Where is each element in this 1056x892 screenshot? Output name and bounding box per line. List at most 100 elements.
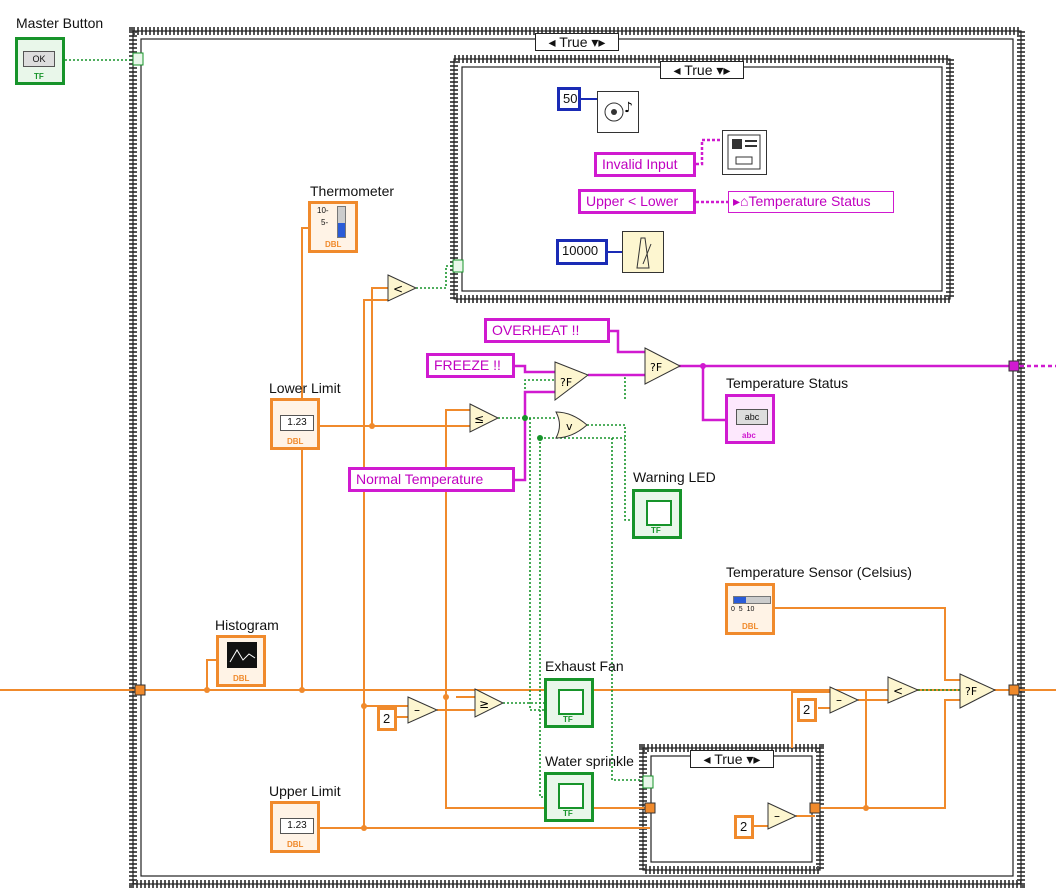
upper-limit-terminal[interactable]: 1.23 DBL xyxy=(270,801,320,853)
warning-led-label: Warning LED xyxy=(633,469,716,485)
invalid-input-constant[interactable]: Invalid Input xyxy=(594,152,696,177)
less-than-node[interactable]: < xyxy=(387,274,418,302)
led-glyph xyxy=(646,500,672,526)
tunnel-inner-out xyxy=(809,802,821,814)
thermometer-glyph xyxy=(337,206,346,238)
upper-limit-display: 1.23 xyxy=(280,818,314,834)
overheat-constant[interactable]: OVERHEAT !! xyxy=(484,318,610,343)
temperature-sensor-terminal[interactable]: 0 5 10 DBL xyxy=(725,583,775,635)
outer-case-structure[interactable] xyxy=(129,27,1025,888)
select-node-1[interactable]: ?F xyxy=(554,361,590,402)
thermometer-label: Thermometer xyxy=(310,183,395,199)
inner-top-case-selector[interactable]: ◂ True ▾▸ xyxy=(660,61,744,79)
temperature-status-terminal[interactable]: abc abc xyxy=(725,394,775,444)
tunnel-inner-in xyxy=(644,802,656,814)
temperature-status-tag: abc xyxy=(742,431,756,440)
wait-vi-icon[interactable] xyxy=(622,231,664,273)
temperature-sensor-tag: DBL xyxy=(742,622,759,631)
greater-or-equal-node[interactable]: ≥ xyxy=(474,688,505,718)
svg-text:<: < xyxy=(893,684,903,698)
less-than-node-2[interactable]: < xyxy=(887,676,920,704)
boolean-wires xyxy=(65,59,960,798)
lower-limit-display: 1.23 xyxy=(280,415,314,431)
svg-text:v: v xyxy=(566,420,573,433)
exhaust-fan-label: Exhaust Fan xyxy=(545,658,624,674)
histogram-terminal[interactable]: DBL xyxy=(216,635,266,687)
outer-case-selector[interactable]: ◂ True ▾▸ xyxy=(535,33,619,51)
svg-text:?F: ?F xyxy=(650,361,662,374)
led-glyph xyxy=(558,783,584,809)
local-variable-name: Temperature Status xyxy=(748,193,871,209)
tunnel-string xyxy=(1008,360,1020,372)
outer-case-value: True xyxy=(559,34,588,50)
freeze-constant[interactable]: FREEZE !! xyxy=(426,353,515,378)
select-node-2[interactable]: ?F xyxy=(644,347,682,385)
subtract-node-3[interactable]: – xyxy=(829,686,860,714)
lower-limit-terminal[interactable]: 1.23 DBL xyxy=(270,398,320,450)
svg-text:–: – xyxy=(774,809,780,823)
ok-button-glyph: OK xyxy=(23,51,55,67)
upper-lower-constant[interactable]: Upper < Lower xyxy=(578,189,696,214)
case-selector-terminal-top xyxy=(452,259,464,273)
inner-bottom-case-value: True xyxy=(714,751,743,767)
svg-text:≥: ≥ xyxy=(479,697,489,711)
case-selector-terminal-outer xyxy=(132,52,144,66)
master-button-tag: TF xyxy=(34,72,44,81)
led-glyph xyxy=(558,689,584,715)
temperature-status-display: abc xyxy=(736,409,768,425)
normal-temperature-constant[interactable]: Normal Temperature xyxy=(348,467,515,492)
temperature-status-local-variable[interactable]: ▸⌂Temperature Status xyxy=(728,191,894,213)
or-gate-node[interactable]: v xyxy=(555,411,588,439)
thermometer-terminal[interactable]: 10- 5- DBL xyxy=(308,201,358,253)
svg-text:♪: ♪ xyxy=(624,100,633,116)
message-dialog-icon xyxy=(727,134,761,170)
less-or-equal-node[interactable]: ≤ xyxy=(469,403,500,433)
svg-text:<: < xyxy=(393,282,403,296)
beep-vi-icon[interactable]: ♪ xyxy=(597,91,639,133)
thermometer-scale-mid: 5- xyxy=(321,218,329,227)
slider-ticks: 0 5 10 xyxy=(731,606,755,613)
warning-led-terminal[interactable]: TF xyxy=(632,489,682,539)
speaker-icon: ♪ xyxy=(604,100,633,122)
tunnel-right xyxy=(1008,684,1020,696)
offset-constant-c[interactable]: 2 xyxy=(734,815,754,839)
temperature-status-label: Temperature Status xyxy=(726,375,849,391)
metronome-icon xyxy=(636,237,652,269)
select-node-3[interactable]: ?F xyxy=(959,673,997,709)
warning-led-tag: TF xyxy=(651,526,661,535)
master-button-terminal[interactable]: OK TF xyxy=(15,37,65,85)
upper-limit-label: Upper Limit xyxy=(269,783,341,799)
integer-wires xyxy=(580,98,624,253)
water-sprinkler-tag: TF xyxy=(563,809,573,818)
case-selector-terminal-bottom xyxy=(642,775,654,789)
svg-text:?F: ?F xyxy=(965,685,977,698)
svg-text:–: – xyxy=(836,693,842,707)
beep-count-constant[interactable]: 50 xyxy=(557,87,581,111)
wait-ms-constant[interactable]: 10000 xyxy=(556,239,608,265)
temperature-sensor-label: Temperature Sensor (Celsius) xyxy=(726,564,912,580)
water-sprinkler-terminal[interactable]: TF xyxy=(544,772,594,822)
master-button-label: Master Button xyxy=(16,15,104,31)
exhaust-fan-tag: TF xyxy=(563,715,573,724)
subtract-node-2[interactable]: – xyxy=(767,802,798,830)
water-sprinkler-label: Water sprinkle xyxy=(545,753,634,769)
offset-constant-b[interactable]: 2 xyxy=(797,698,817,722)
tunnel-left xyxy=(134,684,146,696)
thermometer-tag: DBL xyxy=(325,240,342,249)
string-wires xyxy=(515,138,1056,482)
lower-limit-tag: DBL xyxy=(287,437,304,446)
inner-case-structure-top[interactable] xyxy=(450,55,954,303)
svg-text:≤: ≤ xyxy=(474,412,484,426)
offset-constant-a[interactable]: 2 xyxy=(377,707,397,731)
histogram-tag: DBL xyxy=(233,674,250,683)
exhaust-fan-terminal[interactable]: TF xyxy=(544,678,594,728)
thermometer-scale-top: 10- xyxy=(317,206,329,215)
upper-limit-tag: DBL xyxy=(287,840,304,849)
subtract-node-1[interactable]: – xyxy=(407,696,439,724)
dialog-vi-icon[interactable] xyxy=(722,130,767,175)
inner-bottom-case-selector[interactable]: ◂ True ▾▸ xyxy=(690,750,774,768)
slider-glyph xyxy=(733,596,771,604)
svg-text:–: – xyxy=(414,703,420,717)
histogram-label: Histogram xyxy=(215,617,279,633)
